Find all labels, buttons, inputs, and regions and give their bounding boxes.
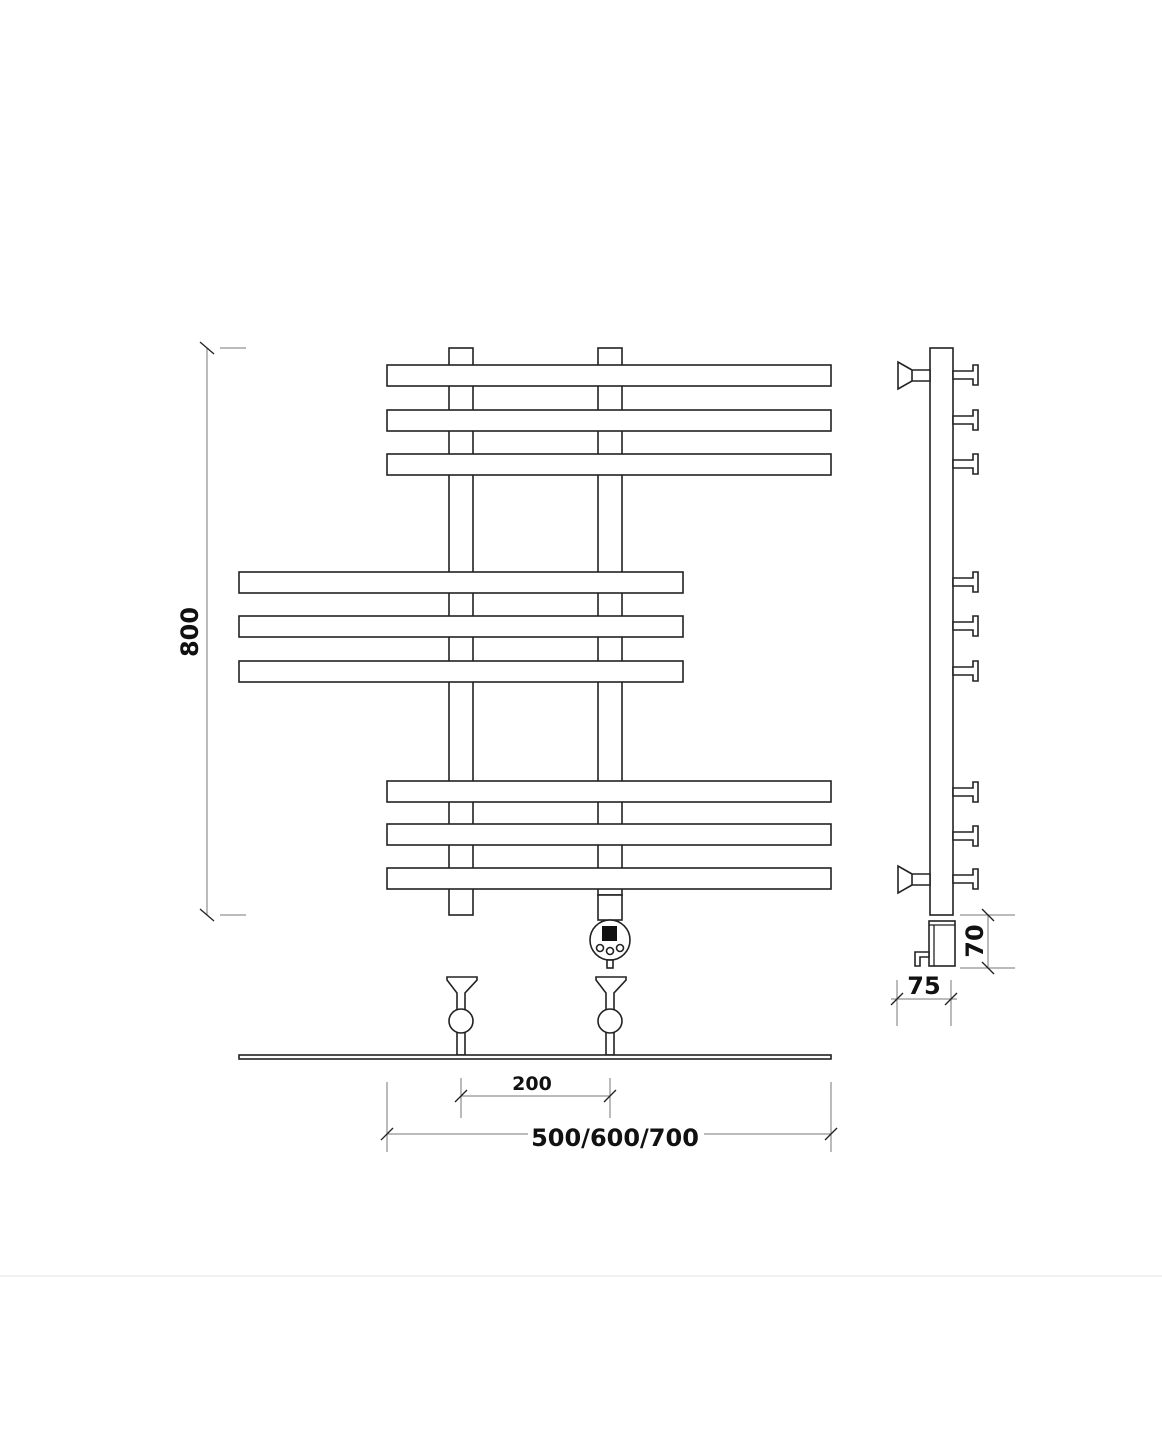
depth-label: 75 bbox=[907, 972, 940, 1000]
dimension-depth: 75 bbox=[890, 972, 958, 1026]
side-rail-stub bbox=[952, 868, 979, 890]
side-rail-stub bbox=[952, 409, 979, 431]
side-rail-stub bbox=[952, 825, 979, 847]
top-view-outline bbox=[238, 1054, 832, 1060]
side-bracket-top bbox=[897, 360, 931, 391]
element-height-label: 70 bbox=[961, 924, 989, 957]
heater-cap bbox=[597, 894, 623, 921]
side-rail-stub bbox=[952, 660, 979, 682]
side-rail-stub bbox=[952, 364, 979, 386]
heating-element-controller-icon bbox=[589, 919, 631, 969]
rail-group-top bbox=[386, 364, 832, 476]
heater-cable bbox=[914, 951, 930, 967]
rail-group-middle bbox=[238, 571, 684, 683]
wall-bracket-right bbox=[595, 976, 627, 1056]
side-rail-stub bbox=[952, 781, 979, 803]
width-label: 500/600/700 bbox=[531, 1124, 699, 1152]
side-rail-stub bbox=[952, 453, 979, 475]
side-rail-stub bbox=[952, 571, 979, 593]
dimension-height: 800 bbox=[176, 341, 246, 922]
heater-box-side bbox=[928, 920, 956, 967]
axis-spacing-label: 200 bbox=[512, 1073, 552, 1095]
height-label: 800 bbox=[176, 607, 204, 657]
wall-bracket-left bbox=[446, 976, 478, 1056]
dimension-width: 500/600/700 bbox=[380, 1082, 838, 1152]
front-view bbox=[238, 347, 832, 1060]
side-view bbox=[897, 347, 979, 967]
side-bracket-bottom bbox=[897, 864, 931, 895]
rail-group-bottom bbox=[386, 780, 832, 890]
dimension-element-height: 70 bbox=[960, 908, 1015, 975]
dimension-axis-spacing: 200 bbox=[454, 1073, 617, 1118]
side-rail-stub bbox=[952, 615, 979, 637]
